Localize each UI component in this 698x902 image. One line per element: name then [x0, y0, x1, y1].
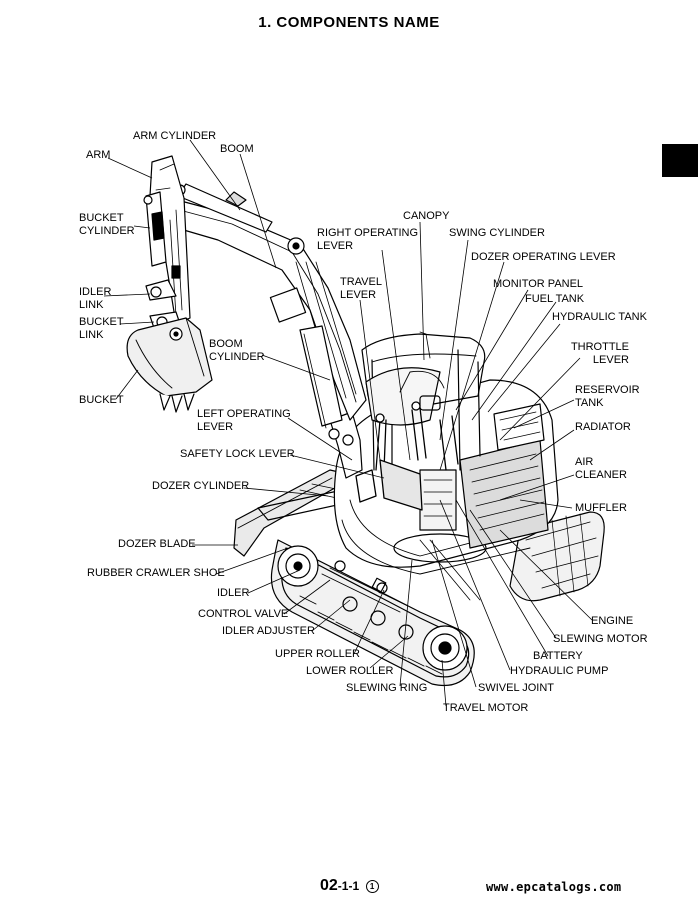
boom-cylinder-shape — [299, 325, 343, 440]
page-number-suffix: -1-1 — [337, 879, 360, 893]
label-dozer-blade: DOZER BLADE — [118, 538, 196, 550]
label-air-cleaner: AIR CLEANER — [575, 456, 627, 481]
label-monitor-panel: MONITOR PANEL — [493, 278, 584, 290]
label-idler-link: IDLER LINK — [79, 286, 112, 311]
label-idler-adjuster: IDLER ADJUSTER — [222, 625, 315, 637]
label-upper-roller: UPPER ROLLER — [275, 648, 360, 660]
section-tab-marker — [662, 144, 698, 177]
page-number: 02-1-1 1 — [320, 877, 379, 895]
label-bucket: BUCKET — [79, 394, 124, 406]
label-travel-lever: TRAVEL LEVER — [340, 276, 382, 301]
label-left-operating-lever: LEFT OPERATING LEVER — [197, 408, 291, 433]
arm-cylinder-shape — [174, 183, 273, 233]
label-reservoir-tank: RESERVOIR TANK — [575, 384, 640, 409]
label-arm-cylinder: ARM CYLINDER — [133, 130, 217, 142]
label-fuel-tank: FUEL TANK — [525, 293, 585, 305]
label-travel-motor: TRAVEL MOTOR — [443, 702, 529, 714]
label-hydraulic-tank: HYDRAULIC TANK — [552, 311, 647, 323]
control-levers — [355, 401, 459, 511]
canopy-frame — [361, 331, 486, 481]
label-dozer-operating-lever: DOZER OPERATING LEVER — [471, 251, 616, 263]
label-bucket-link: BUCKET LINK — [79, 316, 124, 341]
label-muffler: MUFFLER — [575, 502, 627, 514]
label-radiator: RADIATOR — [575, 421, 631, 433]
label-engine: ENGINE — [591, 615, 634, 627]
label-bucket-cylinder: BUCKET CYLINDER — [79, 212, 135, 237]
engine-compartment — [419, 403, 549, 549]
watermark: www.epcatalogs.com — [486, 880, 622, 894]
label-dozer-cylinder: DOZER CYLINDER — [152, 480, 250, 492]
label-boom: BOOM — [220, 143, 254, 155]
front-crawler-track — [270, 539, 475, 687]
label-battery: BATTERY — [533, 650, 583, 662]
label-slewing-motor: SLEWING MOTOR — [553, 633, 648, 645]
label-throttle-lever: THROTTLE LEVER — [570, 341, 629, 366]
label-slewing-ring: SLEWING RING — [346, 682, 428, 694]
label-safety-lock-lever: SAFETY LOCK LEVER — [180, 448, 295, 460]
revision-mark: 1 — [365, 880, 379, 893]
label-lower-roller: LOWER ROLLER — [306, 665, 394, 677]
label-right-operating-lever: RIGHT OPERATING LEVER — [317, 227, 419, 252]
label-arm: ARM — [86, 149, 111, 161]
label-rubber-crawler-shoe: RUBBER CRAWLER SHOE — [87, 567, 225, 579]
label-swing-cylinder: SWING CYLINDER — [449, 227, 545, 239]
leader-lines — [103, 139, 593, 707]
label-canopy: CANOPY — [403, 210, 450, 222]
page-title: 1. COMPONENTS NAME — [258, 14, 440, 31]
bucket-cylinder-shape — [143, 191, 167, 267]
label-hydraulic-pump: HYDRAULIC PUMP — [510, 665, 609, 677]
label-swivel-joint: SWIVEL JOINT — [478, 682, 554, 694]
label-idler: IDLER — [217, 587, 250, 599]
bucket-shape — [126, 317, 213, 413]
page-number-main: 02 — [320, 877, 338, 894]
label-control-valve: CONTROL VALVE — [198, 608, 289, 620]
label-boom-cylinder: BOOM CYLINDER — [209, 338, 265, 363]
